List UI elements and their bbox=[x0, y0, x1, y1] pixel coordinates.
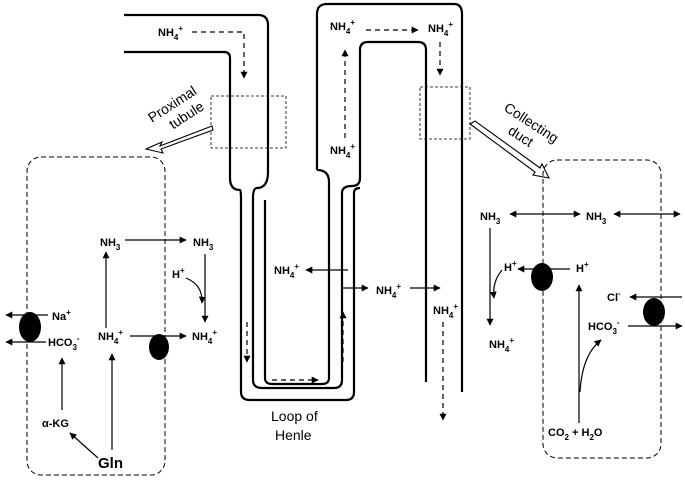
svg-text:H+: H+ bbox=[504, 259, 517, 274]
svg-text:CO2 + H2O: CO2 + H2O bbox=[548, 427, 603, 442]
interstitial-nh4-left: NH4+ bbox=[274, 262, 299, 280]
svg-text:NH3: NH3 bbox=[100, 237, 121, 252]
pt-h-lumen: H+ bbox=[172, 266, 185, 281]
svg-text:H+: H+ bbox=[172, 266, 185, 281]
collecting-duct-nh4: NH4+ bbox=[433, 302, 458, 320]
cd-h-pump bbox=[531, 263, 553, 291]
pt-akg: α-KG bbox=[42, 418, 69, 430]
svg-text:NH3: NH3 bbox=[480, 211, 501, 226]
pt-nh4-lumen: NH4+ bbox=[192, 328, 217, 346]
svg-text:NH4+: NH4+ bbox=[330, 142, 355, 160]
loop-of-henle-label: Loop of Henle bbox=[271, 408, 318, 443]
pt-nbc-transporter bbox=[19, 312, 41, 342]
svg-text:NH4+: NH4+ bbox=[433, 302, 458, 320]
interstitial-nh4-mid: NH4+ bbox=[376, 282, 401, 300]
svg-text:NH3: NH3 bbox=[193, 237, 214, 252]
svg-text:NH3: NH3 bbox=[586, 211, 607, 226]
svg-text:NH4+: NH4+ bbox=[98, 328, 123, 346]
cd-hco3: HCO3- bbox=[588, 318, 620, 336]
pt-na: Na+ bbox=[52, 308, 71, 323]
pt-h-join-arrow bbox=[185, 277, 206, 304]
pt-nh3-apical: NH3 bbox=[100, 237, 121, 252]
cd-h-lumen: H+ bbox=[504, 259, 517, 274]
collecting-duct-label: Collecting duct bbox=[501, 99, 561, 150]
svg-text:NH4+: NH4+ bbox=[428, 20, 453, 38]
cd-nh3-cell: NH3 bbox=[586, 211, 607, 226]
svg-text:Cl-: Cl- bbox=[607, 289, 621, 304]
svg-text:NH4+: NH4+ bbox=[192, 328, 217, 346]
cd-h-cell: H+ bbox=[576, 260, 589, 275]
pt-nhe-transporter bbox=[149, 334, 169, 360]
svg-text:NH4+: NH4+ bbox=[274, 262, 299, 280]
svg-text:NH4+: NH4+ bbox=[158, 24, 183, 42]
flow-arrow-top-right bbox=[192, 31, 248, 79]
loop-label-line2: Henle bbox=[275, 427, 312, 443]
collecting-cell bbox=[542, 159, 662, 459]
svg-text:HCO3-: HCO3- bbox=[48, 334, 80, 352]
svg-text:Gln: Gln bbox=[98, 455, 123, 472]
svg-text:NH4+: NH4+ bbox=[330, 18, 355, 36]
pt-hco3: HCO3- bbox=[48, 334, 80, 352]
svg-text:H+: H+ bbox=[576, 260, 589, 275]
pt-gln: Gln bbox=[98, 455, 123, 472]
svg-text:Na+: Na+ bbox=[52, 308, 71, 323]
proximal-callout-arrow bbox=[144, 125, 214, 154]
cd-ae1-exchanger bbox=[643, 298, 665, 326]
cd-h-join-arrow bbox=[489, 269, 503, 299]
pt-nh3-lumen: NH3 bbox=[193, 237, 214, 252]
loop-label-line1: Loop of bbox=[271, 408, 318, 424]
svg-text:NH4+: NH4+ bbox=[489, 336, 514, 354]
collecting-callout-arrow bbox=[469, 120, 550, 179]
ascending-limb-inner-wall bbox=[263, 168, 331, 386]
proximal-zoom-box bbox=[210, 95, 287, 149]
pt-nh4-cell: NH4+ bbox=[98, 328, 123, 346]
tubule-nh4-top-mid: NH4+ bbox=[330, 18, 355, 36]
cd-cl: Cl- bbox=[607, 289, 621, 304]
nephron-tubules bbox=[124, 2, 464, 402]
proximal-tubule-inner-wall bbox=[124, 50, 361, 402]
cd-co2-to-hco3-arrow bbox=[579, 339, 602, 393]
svg-text:HCO3-: HCO3- bbox=[588, 318, 620, 336]
cd-co2-h2o: CO2 + H2O bbox=[548, 427, 603, 442]
svg-text:α-KG: α-KG bbox=[42, 418, 69, 430]
proximal-tubule-outer-wall bbox=[124, 13, 428, 390]
cd-nh4-lumen: NH4+ bbox=[489, 336, 514, 354]
tubule-nh4-ascending: NH4+ bbox=[330, 142, 355, 160]
distal-tubule-loop bbox=[315, 2, 464, 392]
svg-text:NH4+: NH4+ bbox=[376, 282, 401, 300]
cd-nh3-interstitium: NH3 bbox=[480, 211, 501, 226]
pt-gln-to-akg-arrow bbox=[69, 432, 99, 459]
tubule-nh4-top-left: NH4+ bbox=[158, 24, 183, 42]
collecting-zoom-box bbox=[419, 86, 471, 140]
tubule-nh4-top-right: NH4+ bbox=[428, 20, 453, 38]
